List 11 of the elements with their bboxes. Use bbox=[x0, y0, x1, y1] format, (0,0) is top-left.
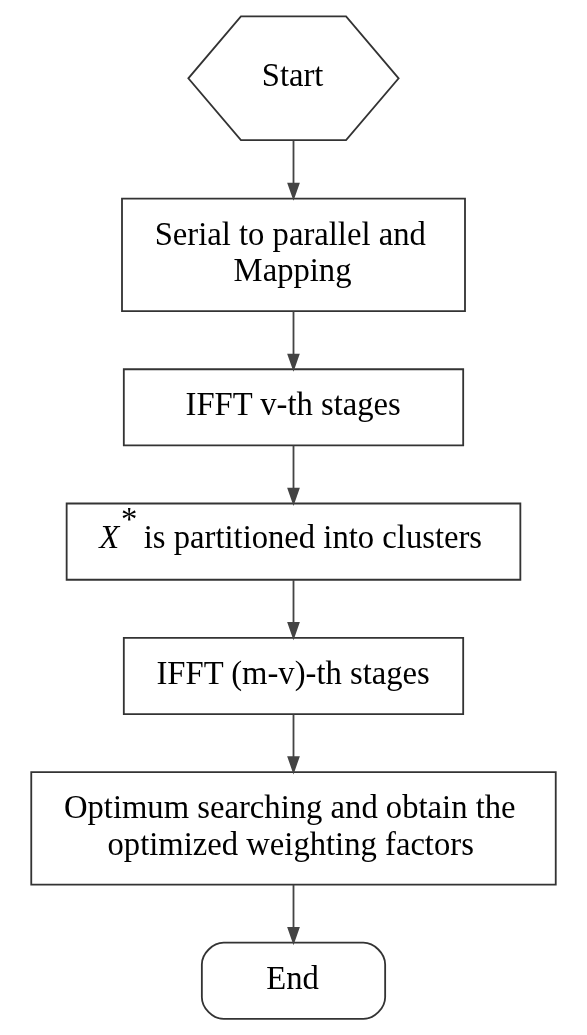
arrow bbox=[287, 444, 300, 506]
node-box: IFFT v-th stages bbox=[122, 368, 465, 447]
arrow bbox=[287, 883, 300, 946]
node-box: Serial to parallel and Mapping bbox=[121, 197, 466, 313]
arrow bbox=[287, 310, 300, 372]
arrow bbox=[287, 578, 300, 641]
arrow bbox=[287, 713, 300, 775]
arrow bbox=[287, 139, 300, 201]
node-box: Optimum searching and obtain the optimized weighting factors bbox=[30, 771, 557, 886]
node-box: IFFT (m-v)-th stages bbox=[122, 636, 465, 715]
node-box: End bbox=[200, 941, 387, 1020]
